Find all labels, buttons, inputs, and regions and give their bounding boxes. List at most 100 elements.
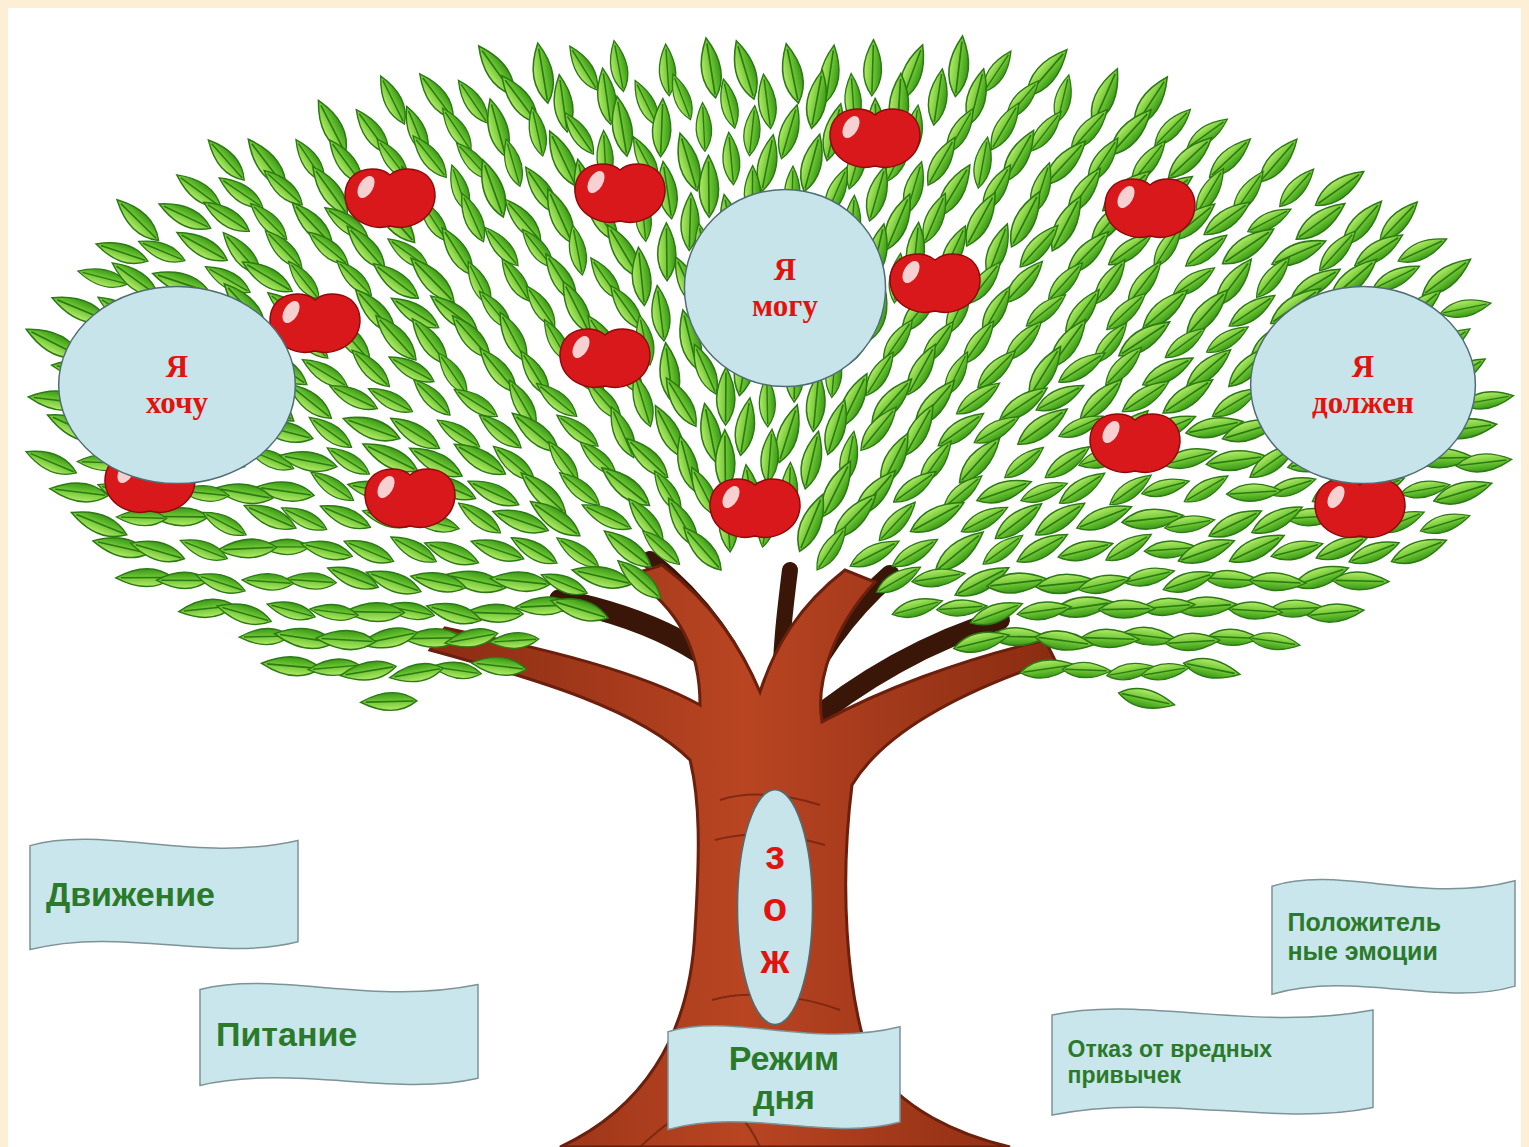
leaf-vein [853,543,895,564]
leaf-blade [1332,571,1389,590]
leaf-vein [703,107,705,149]
leaf [474,157,513,221]
leaf-vein [371,574,418,590]
apple [710,479,800,537]
leaf-vein [1096,264,1122,302]
apple-highlight [584,168,608,196]
leaf-vein [1080,509,1127,527]
leaf-vein [801,500,821,548]
leaf-vein [868,356,891,393]
leaf-vein [762,140,772,188]
leaf-vein [1112,478,1147,503]
leaf-vein [1167,521,1210,528]
leaf [278,446,339,475]
leaf [128,535,187,567]
leaf-vein [1157,113,1187,144]
apple-highlight [279,298,303,326]
leaf-blade [490,503,551,539]
leaf-vein [615,45,623,88]
leaf-vein [764,79,770,125]
leaf [177,533,230,566]
leaf [796,429,827,491]
leaf-vein [1207,578,1254,581]
leaf [1226,482,1282,503]
banner-fill [1272,879,1515,994]
leaf-vein [1073,113,1104,148]
leaf-blade [128,535,187,567]
leaf-vein [1108,351,1139,383]
leaf-vein [658,291,664,338]
leaf [1105,469,1156,511]
leaf-vein [268,174,301,203]
leaf-vein [1273,608,1319,610]
leaf-vein [805,140,818,189]
leaf-vein [706,409,716,460]
leaf-vein [1125,516,1177,522]
leaf-blade [1248,499,1306,540]
leaf-vein [939,606,982,609]
leaf-vein [819,531,843,568]
leaf [1269,536,1325,565]
apple-highlight [899,258,923,286]
leaf-vein [630,442,665,475]
leaf [259,164,308,210]
leaf-vein [1215,391,1254,414]
leaf-blade [952,626,1012,657]
leaf-vein [881,506,912,539]
leaf-blade [111,193,165,247]
leaf [1224,288,1279,333]
leaf-vein [1255,509,1298,531]
leaf-blade [436,104,478,155]
leaf-vein [993,107,1016,147]
banner-fill [668,1026,900,1130]
leaf-vein [768,434,772,480]
leaf-vein [980,354,1012,386]
leaf-vein [458,392,495,415]
leaf [651,98,672,157]
leaf-vein [707,43,715,94]
leaf-blade [1012,401,1072,452]
leaf-vein [661,104,663,153]
leaf [863,39,882,96]
leaf-vein [1061,356,1100,381]
leaf [1158,372,1218,421]
leaf-vein [689,198,691,247]
leaf-vein [1232,298,1271,324]
leaf-vein [121,204,156,239]
leaf-blade [1018,476,1070,508]
leaf-vein [529,290,553,325]
leaf [777,42,808,105]
apple [1315,479,1405,537]
leaf-blade [1042,257,1088,306]
leaf-vein [1007,265,1039,300]
leaf [1102,527,1155,567]
leaf-vein [201,577,242,590]
leaf-vein [77,515,124,534]
leaf-vein [968,198,992,243]
apple-body [710,479,800,537]
leaf-vein [1147,548,1192,551]
leaf-vein [618,102,627,153]
leaf-blade [1034,628,1095,654]
leaf-blade [278,501,330,537]
leaf-vein [985,538,1019,562]
leaf-blade [360,692,417,711]
leaf-blade [1056,535,1115,566]
leaf-blade [524,105,550,157]
leaf [489,631,539,650]
leaf-vein [574,230,582,272]
leaf-vein [212,144,243,178]
leaf [1165,632,1220,652]
leaf [424,597,483,629]
ribbon-banner: Питание [200,975,478,1095]
leaf [454,190,491,245]
leaf-vein [1125,384,1165,410]
leaf-vein [247,580,291,583]
leaf-vein [666,228,668,277]
leaf-blade [385,350,438,389]
leaf-blade [326,378,381,416]
leaf-blade [1274,164,1320,212]
circle-fill [1251,286,1476,483]
leaf [1332,571,1389,590]
leaf-blade [1062,662,1111,679]
